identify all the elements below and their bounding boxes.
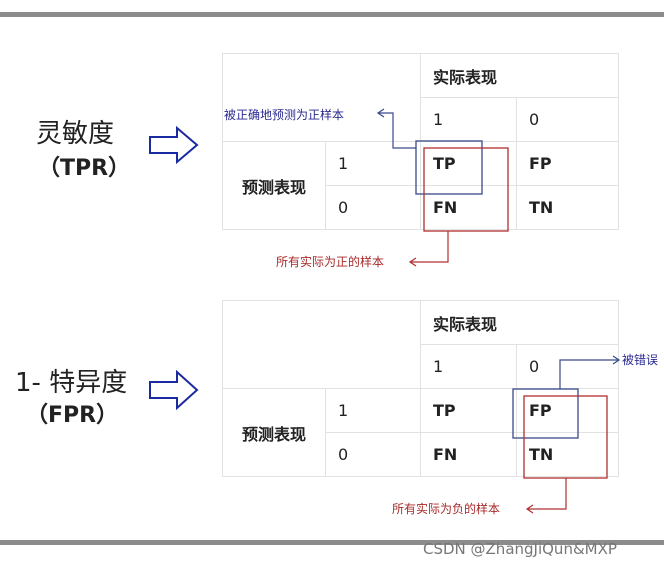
actual-positive-box	[423, 147, 509, 232]
empty-cell	[222, 300, 421, 389]
predicted-header: 预测表现	[222, 388, 326, 477]
blue-annotation: 被错误	[622, 353, 659, 367]
metric-label: 灵敏度	[36, 119, 115, 149]
actual-header: 实际表现	[419, 300, 620, 345]
actual-value: 0	[515, 344, 620, 389]
predicted-value: 0	[325, 432, 421, 477]
blue-connector	[559, 355, 621, 389]
red-connector	[408, 231, 449, 267]
red-annotation: 所有实际为负的样本	[392, 502, 501, 516]
metric-abbr: （FPR）	[26, 403, 119, 428]
actual-value: 1	[420, 344, 517, 389]
blue-connector	[376, 108, 416, 149]
cell-fp: FP	[515, 141, 620, 186]
cell-tn: TN	[515, 432, 620, 477]
metric-label: 1- 特异度	[15, 368, 128, 398]
watermark: CSDN @ZhangJiQun&MXP	[423, 540, 617, 558]
right-arrow-icon	[149, 369, 199, 411]
red-connector	[525, 478, 567, 514]
actual-value: 0	[515, 97, 620, 142]
actual-negative-box	[523, 395, 608, 479]
fp-highlight-box	[512, 388, 579, 439]
top-divider	[0, 12, 664, 17]
predicted-header: 预测表现	[222, 141, 326, 230]
right-arrow-icon	[149, 125, 199, 165]
blue-annotation: 被正确地预测为正样本	[224, 108, 345, 122]
bottom-divider	[0, 540, 664, 545]
predicted-value: 0	[325, 185, 421, 230]
actual-header: 实际表现	[419, 53, 620, 98]
tp-highlight-box	[415, 140, 483, 195]
cell-fn: FN	[420, 185, 517, 230]
predicted-value: 1	[325, 388, 421, 433]
empty-cell	[222, 53, 421, 142]
red-annotation: 所有实际为正的样本	[276, 255, 385, 269]
cell-tn: TN	[515, 185, 620, 230]
metric-abbr: （TPR）	[38, 156, 131, 181]
cell-tp: TP	[420, 388, 517, 433]
